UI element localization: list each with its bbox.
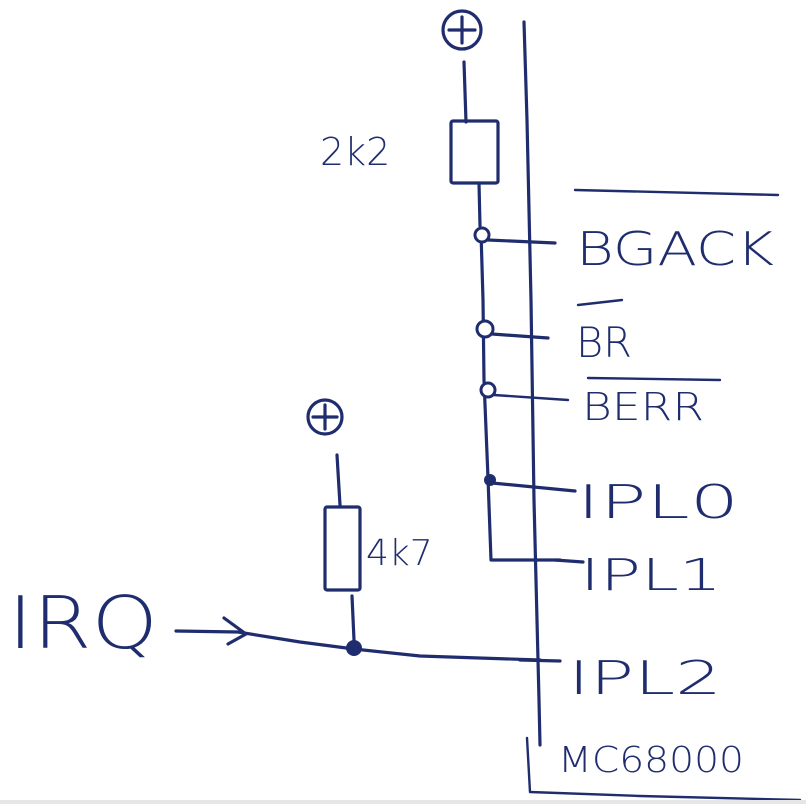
bgack-wire (486, 238, 557, 245)
irq-pullup-lead (350, 594, 356, 642)
irq-supply-lead (335, 453, 342, 507)
ipl1-label: IPL1 (580, 550, 722, 601)
pullup-lead (477, 181, 482, 228)
bgack-overbar (573, 188, 780, 197)
br-junction (475, 319, 495, 339)
irq-supply-icon (306, 398, 344, 436)
ipl2-label: IPL2 (568, 651, 722, 705)
resistor-2k2 (449, 119, 500, 185)
br-wire (490, 332, 550, 340)
ipl2-wire (518, 658, 562, 663)
top-supply-lead (462, 60, 468, 124)
page-bottom-rule (0, 800, 806, 804)
irq-arrow-icon (222, 616, 248, 646)
br-label: BR (576, 318, 632, 367)
chip-label: MC68000 (558, 740, 744, 781)
berr-label: BERR (582, 385, 704, 429)
resistor-4k7-label: 4k7 (366, 533, 433, 574)
resistor-2k2-label: 2k2 (320, 130, 390, 174)
berr-overbar (586, 376, 722, 382)
berr-junction (479, 381, 497, 399)
ipl0-label: IPL0 (577, 475, 739, 529)
bgack-junction (473, 226, 491, 244)
br-overbar (576, 298, 624, 307)
pullup-bus (479, 230, 562, 562)
chip-outline (522, 20, 542, 747)
top-supply-icon (441, 9, 483, 51)
berr-wire (492, 393, 570, 402)
resistor-4k7 (323, 505, 362, 592)
irq-label: IRQ (8, 581, 158, 665)
bgack-label: BGACK (576, 222, 774, 276)
ipl0-wire (490, 481, 577, 493)
ipl1-wire (553, 558, 585, 564)
chip-bottom-bracket (525, 736, 802, 802)
irq-wire (174, 629, 542, 662)
